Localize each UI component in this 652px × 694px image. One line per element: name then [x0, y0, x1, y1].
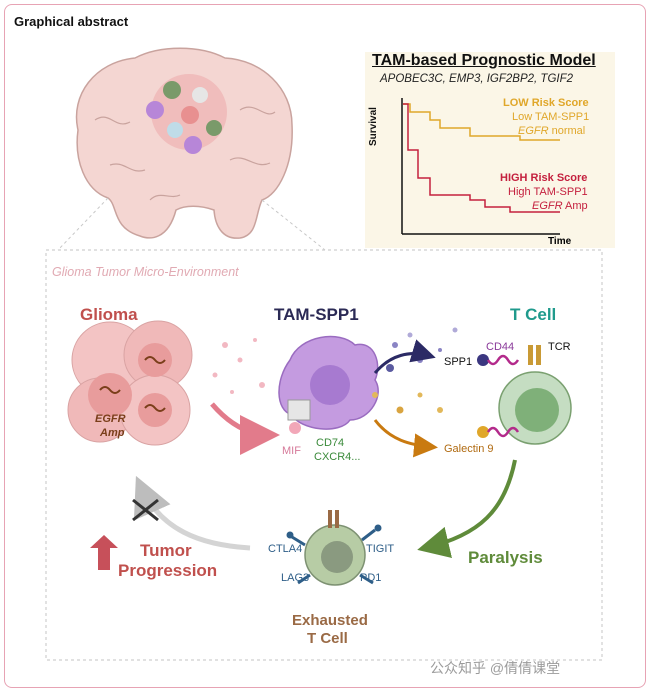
low-risk-line1: Low TAM-SPP1 — [512, 111, 590, 123]
spp1-arrow — [373, 339, 436, 374]
lag3-label: LAG3 — [281, 572, 310, 584]
pd1-label: PD1 — [360, 572, 382, 584]
high-risk-title: HIGH Risk Score — [500, 172, 588, 184]
cd44-label: CD44 — [486, 341, 515, 353]
tcr-label: TCR — [548, 341, 571, 353]
low-risk-title: LOW Risk Score — [503, 97, 589, 109]
galectin-ligand-icon — [477, 426, 489, 438]
high-egfr: EGFR — [532, 200, 563, 212]
paralysis-label: Paralysis — [468, 548, 543, 567]
x-axis-label: Time — [548, 236, 572, 247]
high-risk-line2: EGFR Amp — [532, 200, 588, 212]
block-x-icon — [132, 498, 159, 522]
high-risk-curve — [403, 103, 560, 213]
low-risk-line2: EGFR normal — [518, 125, 585, 137]
tigit-label: TIGIT — [366, 543, 395, 555]
environment-box — [45, 249, 603, 661]
progression-blocked-arrow — [133, 475, 251, 551]
tam-macrophage — [278, 335, 379, 434]
environment-label: Glioma Tumor Micro-Environment — [52, 265, 239, 279]
high-risk-line1: High TAM-SPP1 — [508, 186, 588, 198]
brain-tcell-icon — [163, 81, 181, 99]
glioma-to-tam-arrow — [210, 402, 280, 455]
low-egfr: EGFR — [518, 125, 549, 137]
galectin-arrow — [373, 419, 438, 458]
mif-label: MIF — [282, 445, 301, 457]
particles — [212, 327, 458, 414]
tcell-title: T Cell — [510, 305, 557, 324]
cxcr4-label: CXCR4... — [314, 451, 361, 463]
model-genes: APOBEC3C, EMP3, IGF2BP2, TGIF2 — [380, 73, 574, 85]
progression-label: Progression — [118, 561, 218, 580]
exhausted-tcell-label: T Cell — [307, 630, 348, 647]
spp1-ligand-icon — [477, 354, 489, 366]
watermark: 公众知乎 @倩倩课堂 — [430, 660, 561, 676]
spp1-label: SPP1 — [444, 356, 473, 368]
cd74-label: CD74 — [316, 437, 345, 449]
low-risk-curve — [403, 103, 560, 141]
ctla4-label: CTLA4 — [268, 543, 303, 555]
y-axis-label: Survival — [368, 107, 379, 146]
tumor-label: Tumor — [140, 541, 192, 560]
survival-chart — [401, 98, 560, 235]
header-title: Graphical abstract — [14, 14, 129, 29]
paralysis-arrow — [417, 459, 517, 559]
exhausted-t-cell — [286, 510, 382, 586]
exhausted-label: Exhausted — [292, 612, 368, 629]
glioma-egfr-label: EGFR — [95, 413, 126, 425]
brain-illustration — [75, 47, 293, 239]
glioma-cells — [67, 320, 193, 446]
model-title: TAM-based Prognostic Model — [372, 52, 596, 69]
glioma-amp-label: Amp — [100, 427, 125, 439]
up-arrow-icon — [90, 535, 118, 570]
galectin-label: Galectin 9 — [444, 443, 494, 455]
t-cell — [477, 345, 572, 445]
glioma-title: Glioma — [80, 305, 138, 324]
tam-title: TAM-SPP1 — [274, 305, 359, 324]
low-egfr-status: normal — [548, 125, 586, 137]
model-panel — [365, 52, 615, 248]
high-egfr-status: Amp — [562, 200, 588, 212]
mif-ligand-icon — [289, 422, 301, 434]
